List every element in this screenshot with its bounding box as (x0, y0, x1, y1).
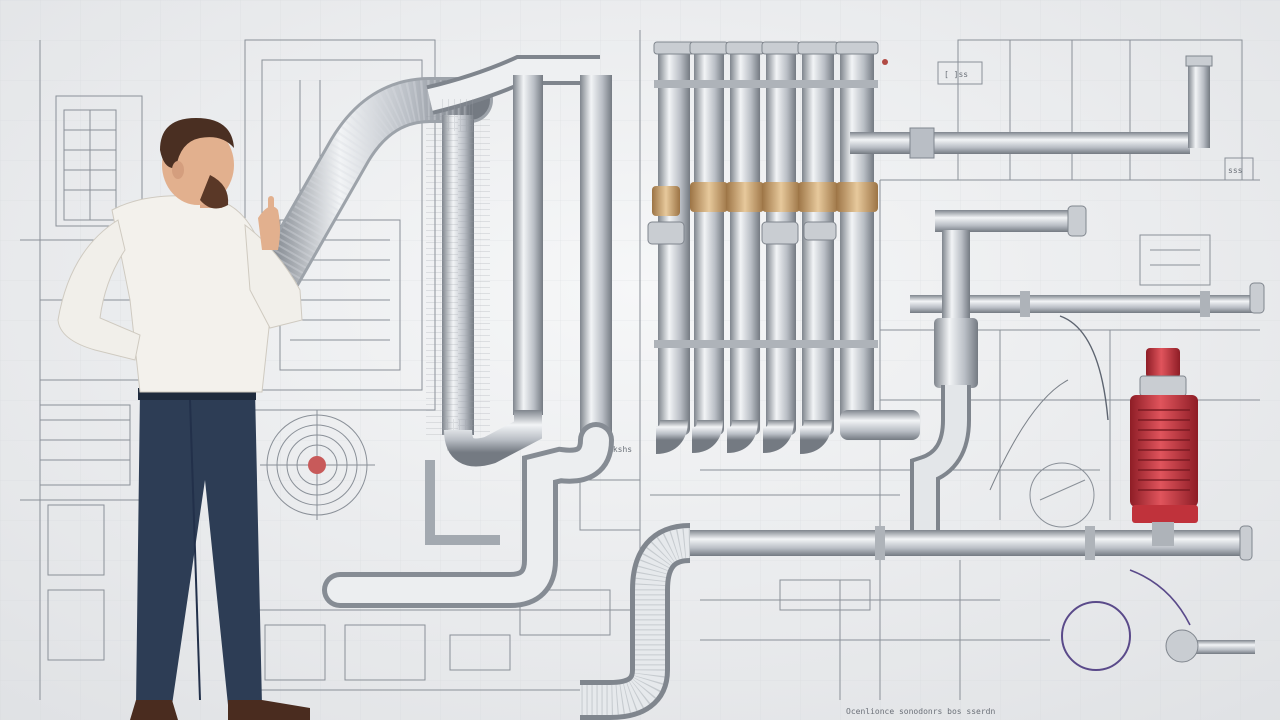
purple-circle (1061, 601, 1131, 671)
blueprint-labels: [ ]ss sss Ikshs Ocenlionce sonodonrs bos… (608, 70, 1243, 716)
label-bottom-caption: Ocenlionce sonodonrs bos sserdn (846, 707, 995, 716)
label-top-right-box: [ ]ss (944, 70, 968, 79)
pipe-bank (647, 41, 920, 454)
pipe-network (247, 41, 1265, 720)
pump-unit (1130, 348, 1198, 546)
red-marker (308, 456, 326, 474)
blueprint-drawing (20, 30, 1260, 700)
label-right-box: sss (1228, 166, 1243, 175)
engineer-figure (57, 118, 310, 720)
label-mid: Ikshs (608, 445, 632, 454)
